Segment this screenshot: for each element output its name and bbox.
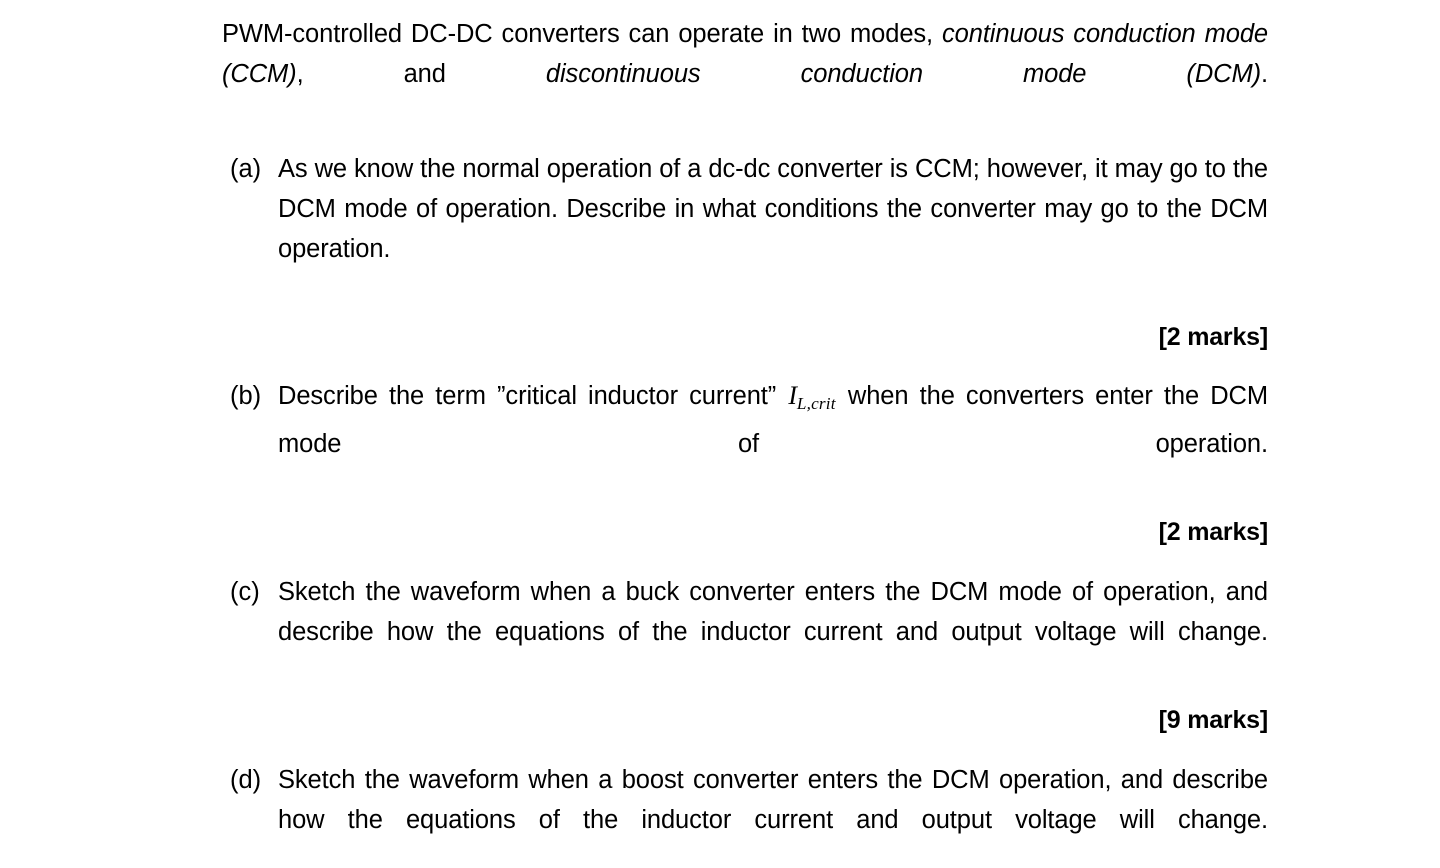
question-item-c: (c) Sketch the waveform when a buck conv… — [222, 572, 1268, 740]
question-marker-c: (c) — [230, 577, 260, 606]
question-marker-d: (d) — [230, 765, 262, 794]
question-item-d: (d) Sketch the waveform when a boost con… — [222, 760, 1268, 868]
symbol-critical-inductor-current: IL,crit — [787, 381, 836, 413]
symbol-base: I — [788, 381, 797, 410]
question-item-b: (b) Describe the term ”critical inductor… — [222, 376, 1268, 552]
intro-segment-5: . — [1261, 60, 1268, 88]
question-text-a: As we know the normal operation of a dc-… — [278, 155, 1268, 263]
intro-segment-4-italic: discontinuous conduction mode (DCM) — [545, 60, 1261, 88]
intro-paragraph: PWM-controlled DC-DC converters can oper… — [222, 14, 1268, 134]
question-text-b-after: when the converters enter the DCM mode o… — [278, 382, 1268, 458]
question-marker-b: (b) — [230, 382, 262, 410]
question-text-d: Sketch the waveform when a boost convert… — [278, 765, 1268, 834]
intro-segment-2-italic: continuous conduction mode (CCM) — [222, 20, 1268, 88]
intro-segment-1: PWM-controlled DC-DC converters can oper… — [222, 20, 942, 48]
question-text-c: Sketch the waveform when a buck converte… — [278, 577, 1268, 646]
question-item-a: (a) As we know the normal operation of a… — [222, 149, 1268, 357]
question-content-column: PWM-controlled DC-DC converters can oper… — [222, 14, 1268, 868]
intro-segment-3: , and — [296, 60, 546, 88]
symbol-subscript: L,crit — [796, 393, 836, 413]
marks-label-a: [2 marks] — [1158, 323, 1269, 351]
marks-label-c: [9 marks] — [1158, 705, 1269, 734]
question-text-b-before: Describe the term ”critical inductor cur… — [278, 382, 788, 410]
question-marker-a: (a) — [230, 155, 262, 183]
marks-label-b: [2 marks] — [1158, 517, 1269, 546]
question-text-b: Describe the term ”critical inductor cur… — [278, 376, 1268, 504]
question-list: (a) As we know the normal operation of a… — [222, 149, 1268, 868]
